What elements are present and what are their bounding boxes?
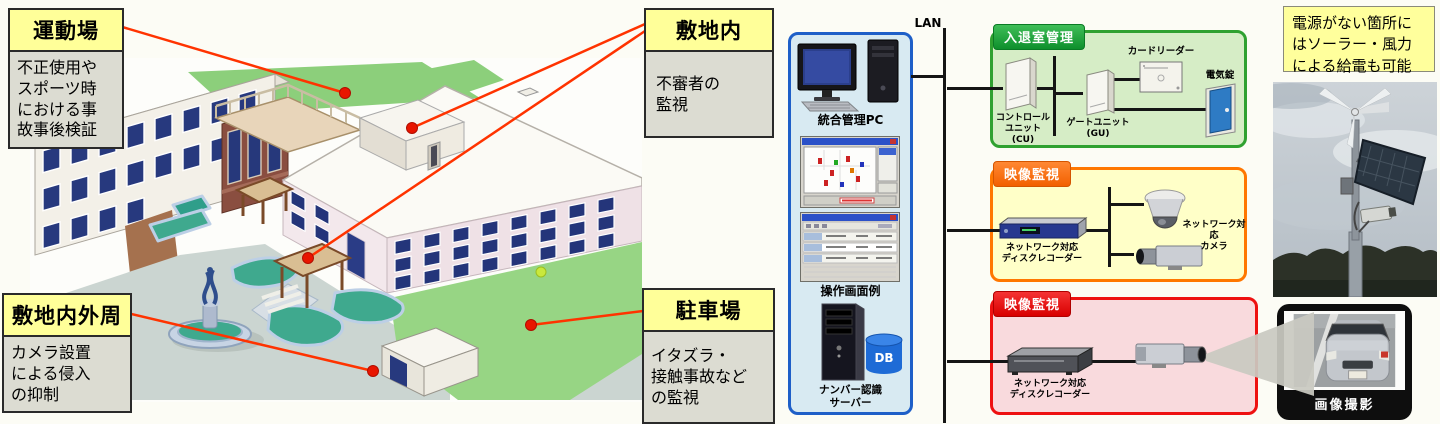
- camera-view-cone: [1206, 312, 1314, 396]
- guard-shed: [380, 327, 480, 397]
- callout-premises-body: 不審者の 監視: [656, 74, 721, 114]
- pole-camera-icon: [1360, 205, 1397, 224]
- access-line-5: [1110, 108, 1206, 111]
- network-disk-recorder-icon: [998, 217, 1088, 239]
- connector-pc: [911, 75, 943, 78]
- callout-perimeter-title: 敷地内外周: [4, 295, 130, 337]
- screens-label: 操作画面例: [820, 284, 881, 298]
- callout-perimeter: 敷地内外周 カメラ設置 による侵入 の抑制: [2, 293, 132, 414]
- pc-label: 統合管理PC: [817, 113, 884, 127]
- callout-parking: 駐車場 イタズラ・ 接触事故など の監視: [642, 288, 775, 424]
- video1-camera-label: ネットワーク対応 カメラ: [1182, 220, 1246, 252]
- callout-sports-ground-body: 不正使用や スポーツ時 における事 故事後検証: [17, 58, 98, 140]
- electric-lock-label: 電気錠: [1205, 70, 1235, 81]
- server-label: ナンバー認識 サーバー: [819, 384, 882, 409]
- callout-parking-body: イタズラ・ 接触事故など の監視: [651, 346, 748, 407]
- access-line-2: [1053, 56, 1056, 136]
- management-pc-icon: [797, 39, 899, 112]
- callout-parking-title: 駐車場: [644, 290, 773, 332]
- card-reader-label: カードリーダー: [1127, 46, 1195, 57]
- video1-line-b: [1110, 253, 1134, 256]
- access-line-3: [1055, 92, 1083, 95]
- access-control-title: 入退室管理: [993, 24, 1086, 50]
- access-line-1: [1037, 87, 1055, 90]
- lan-trunk-line: [943, 28, 946, 423]
- control-unit-label: コントロール ユニット (CU): [995, 113, 1050, 145]
- callout-premises: 敷地内 不審者の 監視: [644, 8, 774, 138]
- solar-wind-pole-photo: [1273, 82, 1437, 297]
- gate-unit-icon: [1086, 69, 1115, 116]
- connector-access: [947, 87, 1003, 90]
- number-recognition-server-icon: DB: [821, 303, 903, 381]
- callout-sports-ground-title: 運動場: [10, 10, 122, 52]
- video1-line-a: [1110, 203, 1144, 206]
- video2-recorder-label: ネットワーク対応 ディスクレコーダー: [1009, 379, 1091, 400]
- callout-perimeter-body: カメラ設置 による侵入 の抑制: [11, 343, 92, 404]
- gate-unit-label: ゲートユニット (GU): [1066, 118, 1130, 139]
- car: [1325, 320, 1390, 382]
- callout-premises-title: 敷地内: [646, 10, 772, 52]
- operation-screen-list: [800, 212, 900, 282]
- control-unit-icon: [1005, 57, 1037, 111]
- video1-recorder-label: ネットワーク対応 ディスクレコーダー: [1001, 243, 1083, 264]
- video2-title: 映像監視: [993, 291, 1072, 317]
- video1-line-v: [1108, 187, 1111, 267]
- electric-lock-icon: [1205, 83, 1236, 138]
- card-reader-icon: [1139, 61, 1183, 93]
- access-line-4: [1110, 78, 1140, 81]
- db-icon: DB: [865, 333, 903, 374]
- network-camera-icon: [1136, 245, 1203, 270]
- disk-recorder2-icon: [1006, 347, 1094, 375]
- surveillance-camera-icon: [1135, 343, 1207, 368]
- dome-camera-icon: [1144, 189, 1186, 229]
- solar-note: 電源がない箇所に はソーラー・風力 による給電も可能: [1283, 6, 1435, 75]
- video1-title: 映像監視: [993, 161, 1072, 187]
- image-capture-label: 画像撮影: [1314, 398, 1375, 413]
- lan-label: LAN: [914, 16, 942, 30]
- svg-text:DB: DB: [874, 351, 893, 365]
- callout-sports-ground: 運動場 不正使用や スポーツ時 における事 故事後検証: [8, 8, 124, 150]
- operation-screen-map: [800, 136, 900, 208]
- upper-canopy: [234, 176, 295, 224]
